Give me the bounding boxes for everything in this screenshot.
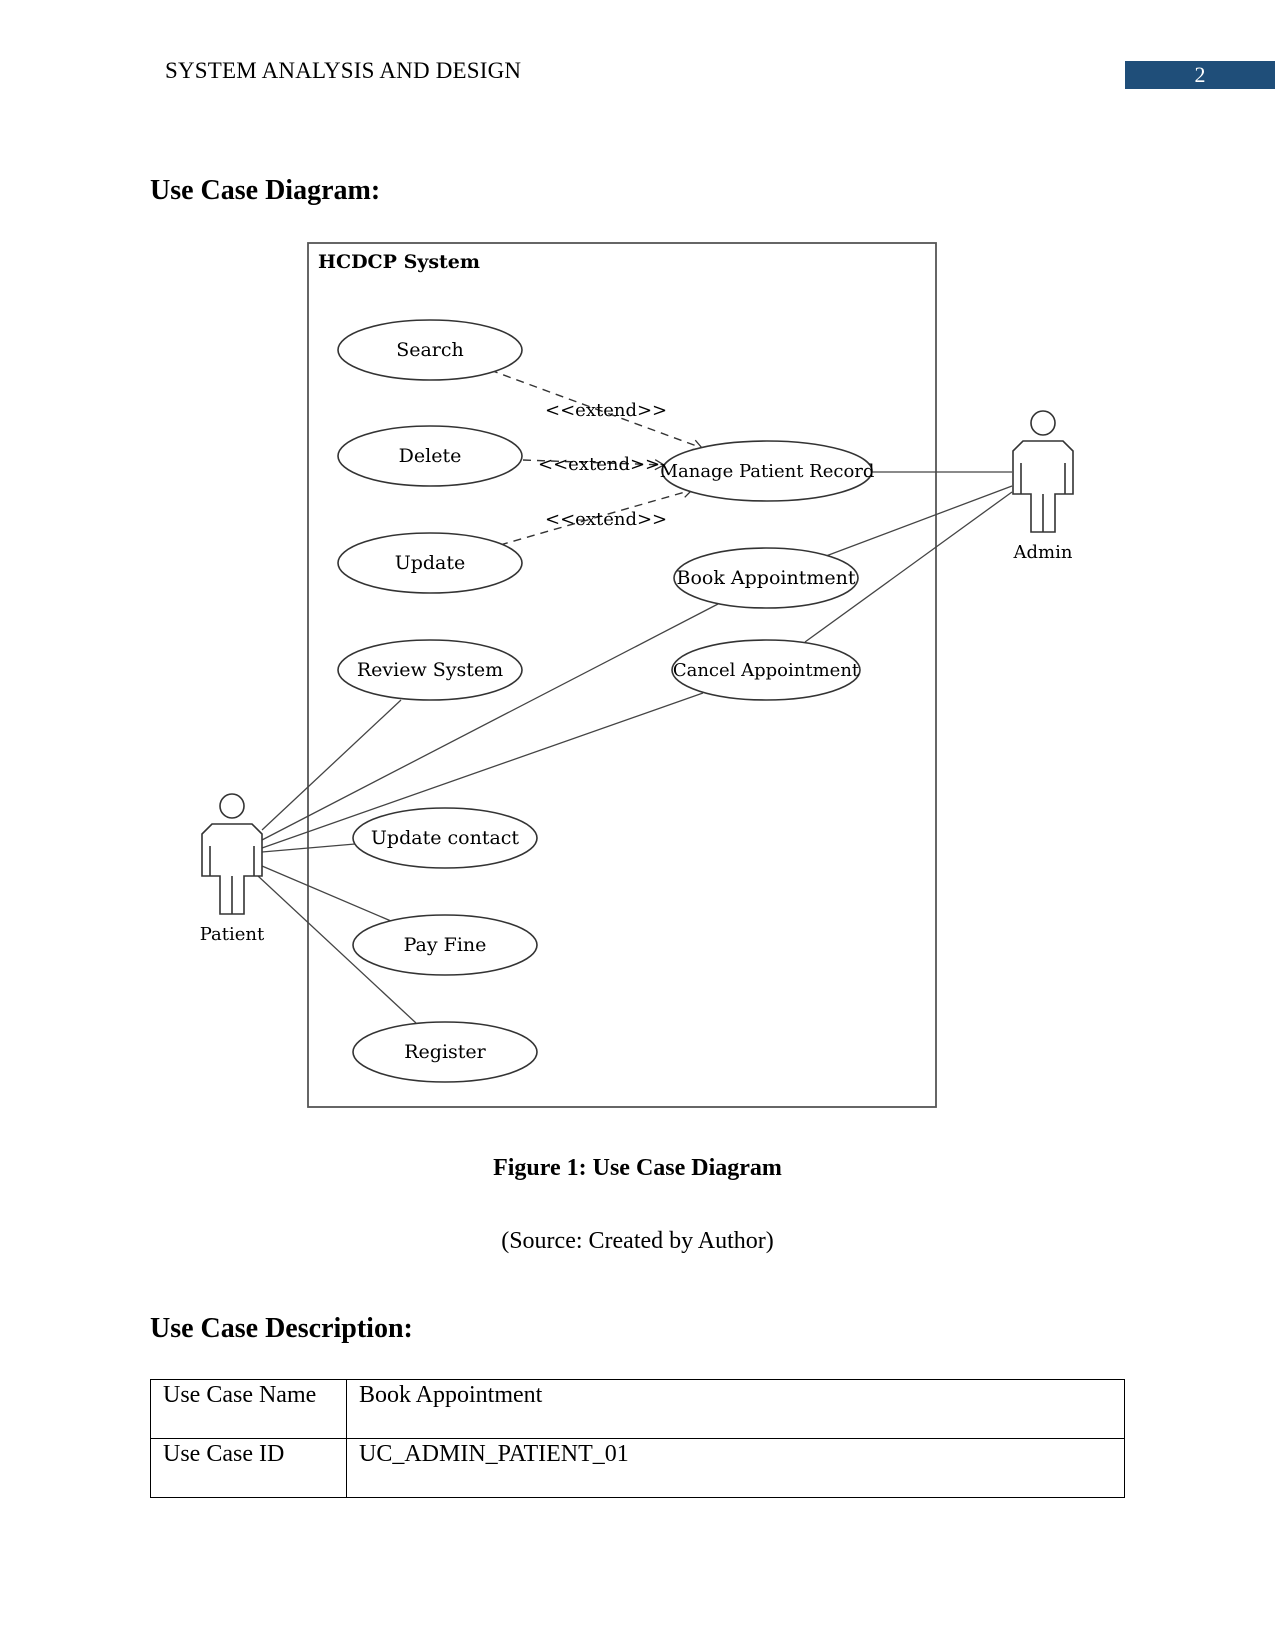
admin-associations bbox=[804, 471, 1013, 643]
use-case-label: Update contact bbox=[371, 827, 520, 849]
association-line bbox=[825, 485, 1013, 557]
page-number: 2 bbox=[1194, 62, 1206, 87]
figure-source: (Source: Created by Author) bbox=[501, 1228, 774, 1254]
use-case-label: Delete bbox=[399, 445, 462, 467]
admin-actor-label: Admin bbox=[1013, 542, 1073, 563]
extend-arrow-search bbox=[489, 369, 704, 451]
table-cell-label: Use Case ID bbox=[150, 1438, 347, 1498]
use-case-review-system bbox=[337, 639, 523, 701]
use-case-label: Pay Fine bbox=[404, 934, 487, 956]
use-case-update bbox=[337, 532, 523, 594]
use-case-description-table: Use Case Name Book Appointment Use Case … bbox=[150, 1379, 1125, 1498]
use-case-label: Search bbox=[396, 339, 464, 361]
section-heading-diagram: Use Case Diagram: bbox=[150, 175, 381, 206]
use-case-book-appointment bbox=[673, 547, 859, 609]
use-case-label: Cancel Appointment bbox=[673, 660, 860, 681]
table-cell-value: UC_ADMIN_PATIENT_01 bbox=[346, 1438, 1125, 1498]
use-case-label: Book Appointment bbox=[677, 567, 856, 589]
use-case-label: Update bbox=[395, 552, 466, 574]
extend-arrow-delete bbox=[522, 459, 666, 471]
table-cell-label: Use Case Name bbox=[150, 1379, 347, 1439]
use-case-label: Review System bbox=[357, 659, 503, 681]
use-case-delete bbox=[337, 425, 523, 487]
page-number-badge: 2 bbox=[1125, 61, 1275, 89]
extend-arrow-update bbox=[499, 487, 694, 546]
association-line bbox=[804, 491, 1013, 643]
use-case-pay-fine bbox=[352, 914, 538, 976]
table-row: Use Case Name Book Appointment bbox=[150, 1379, 1125, 1439]
admin-actor-icon bbox=[1012, 410, 1074, 533]
extend-label: <<extend>> bbox=[538, 454, 660, 475]
association-line bbox=[261, 692, 704, 849]
system-name-label: HCDCP System bbox=[318, 251, 480, 273]
table-cell-value: Book Appointment bbox=[346, 1379, 1125, 1439]
extend-labels: <<extend>> <<extend>> <<extend>> bbox=[538, 400, 667, 530]
running-header-title: SYSTEM ANALYSIS AND DESIGN bbox=[165, 58, 522, 83]
association-line bbox=[261, 843, 356, 853]
use-case-search bbox=[337, 319, 523, 381]
association-line bbox=[261, 603, 719, 841]
use-case-label: Register bbox=[404, 1041, 486, 1063]
use-case-register bbox=[352, 1021, 538, 1083]
section-heading-description: Use Case Description: bbox=[150, 1313, 413, 1344]
patient-actor-label: Patient bbox=[200, 924, 265, 945]
extend-label: <<extend>> bbox=[545, 400, 667, 421]
use-case-cancel-appointment bbox=[671, 639, 861, 701]
association-line bbox=[261, 865, 392, 922]
association-line bbox=[257, 875, 417, 1024]
use-case-manage-patient-record bbox=[661, 440, 873, 502]
association-line bbox=[261, 699, 402, 831]
use-case-update-contact bbox=[352, 807, 538, 869]
figure-caption: Figure 1: Use Case Diagram bbox=[493, 1155, 782, 1181]
table-row: Use Case ID UC_ADMIN_PATIENT_01 bbox=[150, 1438, 1125, 1498]
extend-label: <<extend>> bbox=[545, 509, 667, 530]
use-case-label: Manage Patient Record bbox=[660, 461, 875, 482]
use-case-diagram: HCDCP System <<extend>> <<extend>> <<ext… bbox=[200, 242, 1074, 1108]
patient-associations bbox=[257, 603, 719, 1024]
system-boundary bbox=[307, 242, 937, 1108]
patient-actor-icon bbox=[201, 793, 263, 915]
